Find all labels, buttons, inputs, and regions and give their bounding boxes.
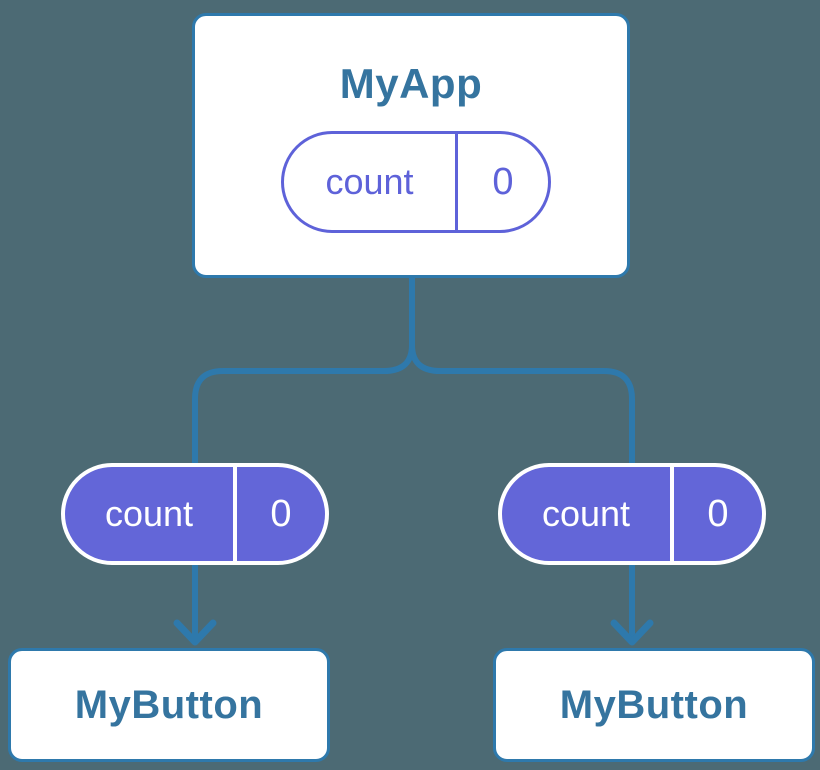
connector-branch-left <box>192 276 415 638</box>
child-component-card-left: MyButton <box>8 648 330 762</box>
child-prop-pill-left: count 0 <box>61 463 329 565</box>
child-component-card-right: MyButton <box>493 648 815 762</box>
root-state-pill: count 0 <box>281 131 551 233</box>
child-prop-pill-right: count 0 <box>498 463 766 565</box>
arrow-down-icon <box>173 619 217 646</box>
arrow-down-icon <box>610 619 654 646</box>
child-component-title: MyButton <box>74 682 264 727</box>
connector-branch-right <box>409 276 635 638</box>
prop-value-label: 0 <box>270 492 292 535</box>
state-value-label: 0 <box>492 160 514 203</box>
prop-value-label: 0 <box>707 492 729 535</box>
child-component-title: MyButton <box>559 682 749 727</box>
prop-name-label: count <box>541 493 631 534</box>
root-component-title: MyApp <box>339 60 483 107</box>
state-name-label: count <box>325 161 414 202</box>
prop-name-label: count <box>104 493 194 534</box>
root-component-card: MyApp count 0 <box>192 13 630 278</box>
